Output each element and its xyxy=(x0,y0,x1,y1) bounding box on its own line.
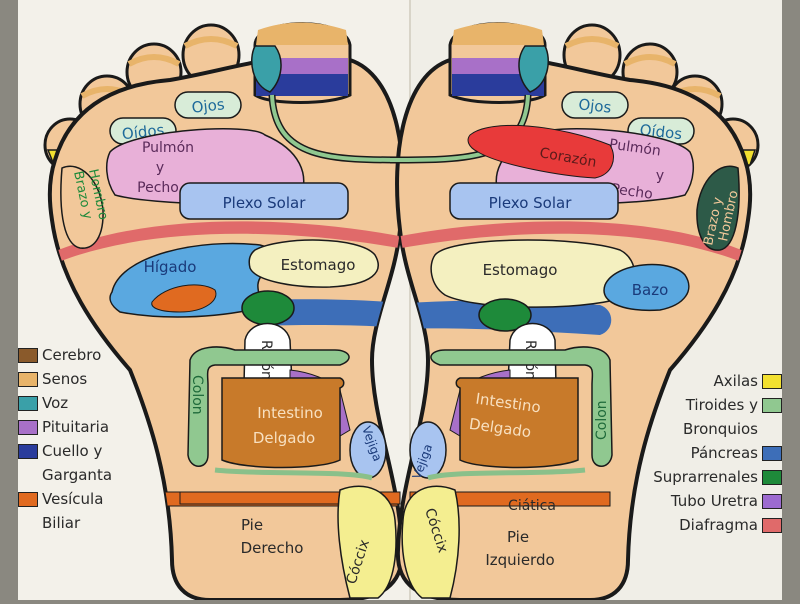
right-estomago-region: Estomago xyxy=(430,239,636,308)
legend-label-senos: Senos xyxy=(42,370,88,388)
left-estomago-label: Estomago xyxy=(281,256,356,274)
legend-right: Axilas Tiroides y Bronquios Páncreas Sup… xyxy=(653,369,782,537)
left-pulmon-label-3: Pecho xyxy=(137,180,179,196)
left-diafragma-band xyxy=(49,221,403,270)
swatch-tubo xyxy=(762,493,782,509)
legend-label-vesicula-2: Biliar xyxy=(42,514,81,532)
right-plexo-region: Plexo Solar xyxy=(449,182,619,220)
swatch-senos xyxy=(18,371,38,387)
legend-item-vesicula: Vesícula xyxy=(18,487,112,511)
legend-item-senos: Senos xyxy=(18,367,112,391)
right-ciatica-label: Ciática xyxy=(508,498,556,514)
left-pulmon-label-2: y xyxy=(156,160,164,176)
swatch-diafragma xyxy=(762,517,782,533)
right-bazo-region: Bazo xyxy=(603,263,690,312)
legend-item-cerebro: Cerebro xyxy=(18,343,112,367)
legend-item-diafragma: Diafragma xyxy=(653,513,782,537)
right-pulmon-label-3: Pecho xyxy=(610,181,654,203)
legend-item-voz: Voz xyxy=(18,391,112,415)
right-estomago-label: Estomago xyxy=(483,261,558,279)
left-tiroides-line xyxy=(214,467,373,481)
right-pie-label-2: Izquierdo xyxy=(485,551,554,569)
legend-item-pancreas: Páncreas xyxy=(653,441,782,465)
legend-item-tubo: Tubo Uretra xyxy=(653,489,782,513)
legend-label-pituitaria: Pituitaria xyxy=(42,418,110,436)
left-pulmon-label-1: Pulmón xyxy=(142,140,194,156)
legend-label-vesicula-1: Vesícula xyxy=(42,490,104,508)
right-bazo-label: Bazo xyxy=(632,281,669,299)
right-intestino-region: Intestino Delgado xyxy=(455,377,579,469)
left-foot: Oídos Ojos Pulmón y Pecho Brazo y Hombro… xyxy=(43,22,411,602)
right-diafragma-band xyxy=(397,221,751,270)
swatch-pituitaria xyxy=(18,419,38,435)
left-coccix-region: Cóccix xyxy=(337,485,397,599)
right-pie-label-1: Pie xyxy=(507,528,529,546)
left-brazo-region: Brazo y Hombro xyxy=(60,165,111,249)
right-pie-label-group: Pie Izquierdo xyxy=(485,528,554,569)
right-corazon-region: Corazón xyxy=(467,124,614,179)
legend-item-suprarrenales: Suprarrenales xyxy=(653,465,782,489)
left-intestino-label-2: Delgado xyxy=(253,429,315,447)
legend-item-tiroides-cont: Bronquios xyxy=(653,417,782,441)
swatch-voz xyxy=(18,395,38,411)
legend-item-cuello: Cuello y xyxy=(18,439,112,463)
left-pie-label-1: Pie xyxy=(241,516,263,534)
legend-label-voz: Voz xyxy=(42,394,69,412)
swatch-cuello xyxy=(18,443,38,459)
right-tiroides-line xyxy=(427,467,586,481)
legend-label-diafragma: Diafragma xyxy=(679,516,758,534)
right-colon-region: Colon xyxy=(430,346,613,467)
swatch-cerebro xyxy=(18,347,38,363)
left-higado-label: Hígado xyxy=(144,258,197,276)
right-big-toe xyxy=(448,22,549,104)
left-vejiga-region: Vejiga xyxy=(349,421,387,479)
legend-item-pituitaria: Pituitaria xyxy=(18,415,112,439)
legend-label-cerebro: Cerebro xyxy=(42,346,102,364)
swatch-tiroides xyxy=(762,397,782,413)
swatch-suprarrenales xyxy=(762,469,782,485)
swatch-vesicula xyxy=(18,491,38,507)
swatch-pancreas xyxy=(762,445,782,461)
legend-label-axilas: Axilas xyxy=(713,372,758,390)
right-ciatica-region: Ciática xyxy=(409,491,611,514)
legend-item-axilas: Axilas xyxy=(653,369,782,393)
left-plexo-region: Plexo Solar xyxy=(179,182,349,220)
left-pie-label-2: Derecho xyxy=(241,539,304,557)
swatch-axilas xyxy=(762,373,782,389)
legend-item-vesicula-cont: Biliar xyxy=(18,511,112,535)
legend-item-tiroides: Tiroides y xyxy=(653,393,782,417)
left-colon-label: Colon xyxy=(189,375,205,415)
left-colon-region: Colon xyxy=(187,346,350,467)
left-pie-label-group: Pie Derecho xyxy=(241,516,304,557)
left-intestino-region: Intestino Delgado xyxy=(221,377,345,469)
left-higado-region: Hígado xyxy=(109,242,277,318)
legend-label-cuello-2: Garganta xyxy=(42,466,113,484)
right-plexo-label: Plexo Solar xyxy=(489,194,573,212)
right-pulmon-label-1: Pulmón xyxy=(608,136,662,159)
legend-label-tiroides-2: Bronquios xyxy=(683,420,758,438)
left-ojos-region: Ojos xyxy=(174,91,242,119)
left-big-toe xyxy=(251,22,352,104)
right-foot: Ojos Oídos Pulmón y Pecho Corazón Brazo … xyxy=(389,22,760,602)
legend-label-tubo: Tubo Uretra xyxy=(670,492,758,510)
left-estomago-region: Estomago xyxy=(248,239,379,288)
right-coccix-region: Cóccix xyxy=(401,485,460,599)
right-suprarrenal xyxy=(478,298,532,332)
legend-label-tiroides-1: Tiroides y xyxy=(685,396,758,414)
legend-label-pancreas: Páncreas xyxy=(690,444,758,462)
left-intestino-label-1: Intestino xyxy=(257,404,323,422)
right-colon-label: Colon xyxy=(594,400,610,440)
legend-label-cuello-1: Cuello y xyxy=(42,442,103,460)
left-ojos-label: Ojos xyxy=(191,95,226,116)
right-pulmon-label-2: y xyxy=(656,168,664,184)
legend-left: Cerebro Senos Voz Pituitaria Cuello y Ga… xyxy=(18,343,112,535)
left-plexo-label: Plexo Solar xyxy=(223,194,307,212)
right-ojos-region: Ojos xyxy=(561,91,629,119)
legend-item-cuello-cont: Garganta xyxy=(18,463,112,487)
left-suprarrenal xyxy=(241,290,295,326)
right-ojos-label: Ojos xyxy=(578,95,613,116)
legend-label-suprarrenales: Suprarrenales xyxy=(653,468,758,486)
